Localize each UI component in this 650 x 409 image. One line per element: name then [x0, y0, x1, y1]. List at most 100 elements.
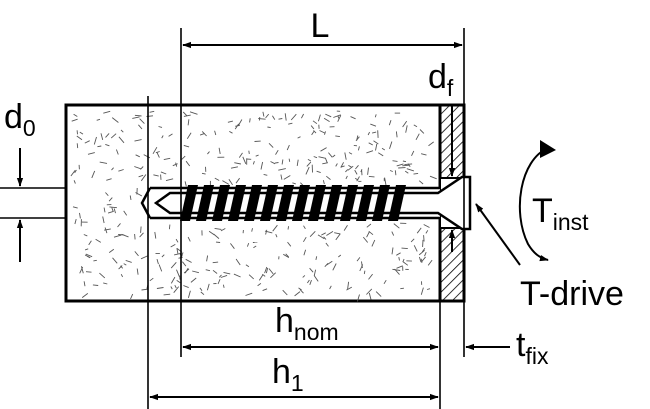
concrete-speckle [140, 174, 147, 182]
concrete-speckle [74, 218, 77, 225]
torque-rotation-arrowhead-top [540, 140, 556, 158]
concrete-speckle [303, 236, 307, 243]
concrete-speckle [263, 173, 268, 176]
concrete-speckle [326, 175, 331, 180]
concrete-speckle [106, 178, 112, 181]
concrete-speckle [275, 149, 279, 155]
concrete-speckle [70, 170, 76, 177]
concrete-speckle [233, 273, 241, 278]
concrete-speckle [105, 133, 110, 138]
thread-flight [292, 185, 310, 221]
concrete-speckle [229, 131, 233, 134]
concrete-speckle [111, 167, 114, 171]
thread-flight [276, 185, 294, 221]
concrete-speckle [278, 168, 286, 171]
concrete-texture [70, 110, 437, 302]
concrete-speckle [246, 242, 250, 247]
concrete-speckle [181, 155, 186, 160]
concrete-speckle [245, 264, 250, 268]
concrete-speckle [79, 131, 84, 135]
concrete-speckle [176, 248, 179, 254]
label-T-drive: T-drive [520, 275, 624, 313]
concrete-speckle [170, 262, 177, 269]
concrete-speckle [416, 227, 422, 234]
concrete-speckle [154, 231, 157, 239]
concrete-speckle [420, 287, 424, 295]
concrete-speckle [199, 287, 203, 291]
concrete-speckle [281, 159, 284, 165]
concrete-speckle [172, 163, 178, 167]
concrete-speckle [214, 227, 222, 230]
concrete-speckle [140, 226, 142, 233]
label-df: df [428, 58, 454, 101]
concrete-speckle [284, 113, 287, 121]
concrete-speckle [104, 227, 108, 234]
concrete-speckle [411, 150, 415, 156]
concrete-speckle [129, 195, 132, 200]
concrete-speckle [275, 234, 278, 238]
concrete-speckle [73, 180, 76, 184]
concrete-speckle [125, 259, 132, 263]
concrete-speckle [100, 133, 104, 141]
concrete-speckle [368, 273, 373, 280]
concrete-speckle [183, 114, 191, 117]
concrete-speckle [245, 292, 253, 296]
concrete-speckle [105, 192, 109, 197]
torque-rotation-arrow [518, 147, 549, 262]
concrete-speckle [260, 161, 264, 170]
concrete-speckle [426, 288, 431, 290]
concrete-speckle [228, 179, 233, 186]
concrete-speckle [111, 207, 114, 212]
concrete-speckle [200, 291, 205, 296]
concrete-speckle [415, 133, 420, 141]
concrete-speckle [234, 123, 239, 130]
concrete-speckle [206, 255, 209, 262]
concrete-speckle [176, 269, 180, 277]
concrete-speckle [186, 132, 192, 140]
concrete-speckle [423, 235, 425, 242]
concrete-speckle [421, 247, 426, 253]
concrete-speckle [321, 232, 326, 236]
concrete-speckle [99, 161, 108, 164]
concrete-speckle [307, 279, 310, 284]
concrete-speckle [371, 239, 376, 247]
concrete-speckle [319, 130, 325, 134]
concrete-speckle [323, 117, 330, 122]
concrete-speckle [356, 257, 361, 262]
concrete-speckle [134, 166, 142, 170]
concrete-speckle [249, 118, 251, 123]
concrete-speckle [92, 284, 99, 286]
concrete-speckle [173, 286, 180, 293]
concrete-speckle [120, 273, 123, 278]
concrete-speckle [402, 160, 407, 163]
concrete-speckle [163, 157, 171, 161]
concrete-speckle [396, 265, 403, 269]
concrete-speckle [283, 253, 290, 258]
concrete-speckle [223, 271, 231, 275]
concrete-speckle [103, 110, 111, 114]
concrete-speckle [288, 122, 293, 125]
concrete-speckle [366, 231, 370, 238]
concrete-screw [153, 175, 472, 231]
concrete-speckle [325, 113, 332, 118]
concrete-speckle [344, 152, 347, 160]
concrete-speckle [366, 223, 372, 228]
concrete-speckle [187, 119, 190, 126]
concrete-speckle [318, 156, 326, 159]
concrete-speckle [130, 293, 134, 300]
concrete-speckle [359, 264, 364, 272]
concrete-speckle [189, 111, 198, 115]
concrete-speckle [74, 169, 77, 174]
concrete-speckle [325, 242, 329, 247]
concrete-speckle [391, 231, 395, 236]
concrete-speckle [255, 154, 259, 157]
concrete-speckle [252, 161, 255, 165]
concrete-speckle [136, 268, 139, 275]
concrete-speckle [134, 251, 139, 257]
concrete-speckle [156, 287, 164, 289]
concrete-speckle [310, 125, 315, 130]
thread-flight [388, 185, 406, 221]
concrete-speckle [332, 154, 336, 158]
concrete-speckle [418, 249, 425, 256]
concrete-speckle [398, 257, 400, 261]
